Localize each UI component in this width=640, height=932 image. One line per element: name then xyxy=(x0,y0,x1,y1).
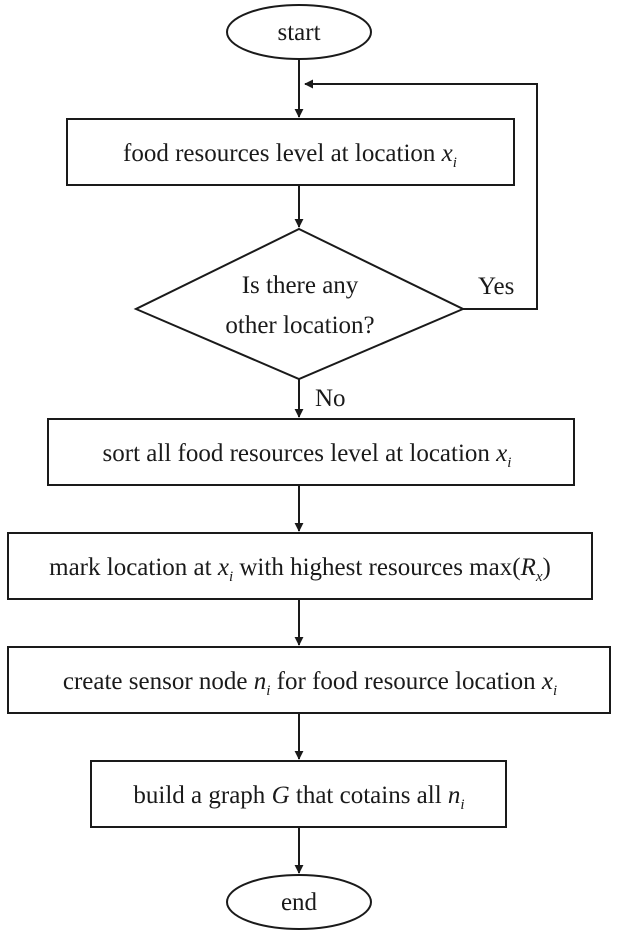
step-mark-box xyxy=(7,532,593,600)
step-create-node-text: create sensor node ni for food resource … xyxy=(63,668,557,699)
step-mark-text: mark location at xi with highest resourc… xyxy=(49,554,551,585)
step-create-node-box xyxy=(7,646,611,714)
step-food-level-text: food resources level at location xi xyxy=(123,140,457,171)
decision-diamond xyxy=(133,227,466,381)
step-sort-box xyxy=(47,418,575,486)
end-terminal xyxy=(226,874,372,930)
step-food-level-box xyxy=(66,118,515,186)
decision-line2: other location? xyxy=(225,312,374,339)
decision-line1: Is there any xyxy=(242,272,359,299)
end-label: end xyxy=(281,889,318,916)
step-build-graph-box xyxy=(90,760,507,828)
step-sort-text: sort all food resources level at locatio… xyxy=(103,440,512,471)
no-label: No xyxy=(315,385,346,412)
step-build-graph-text: build a graph G that cotains all ni xyxy=(133,782,464,813)
start-label: start xyxy=(277,19,320,46)
yes-label: Yes xyxy=(478,273,514,300)
yes-loop-line xyxy=(304,79,538,310)
